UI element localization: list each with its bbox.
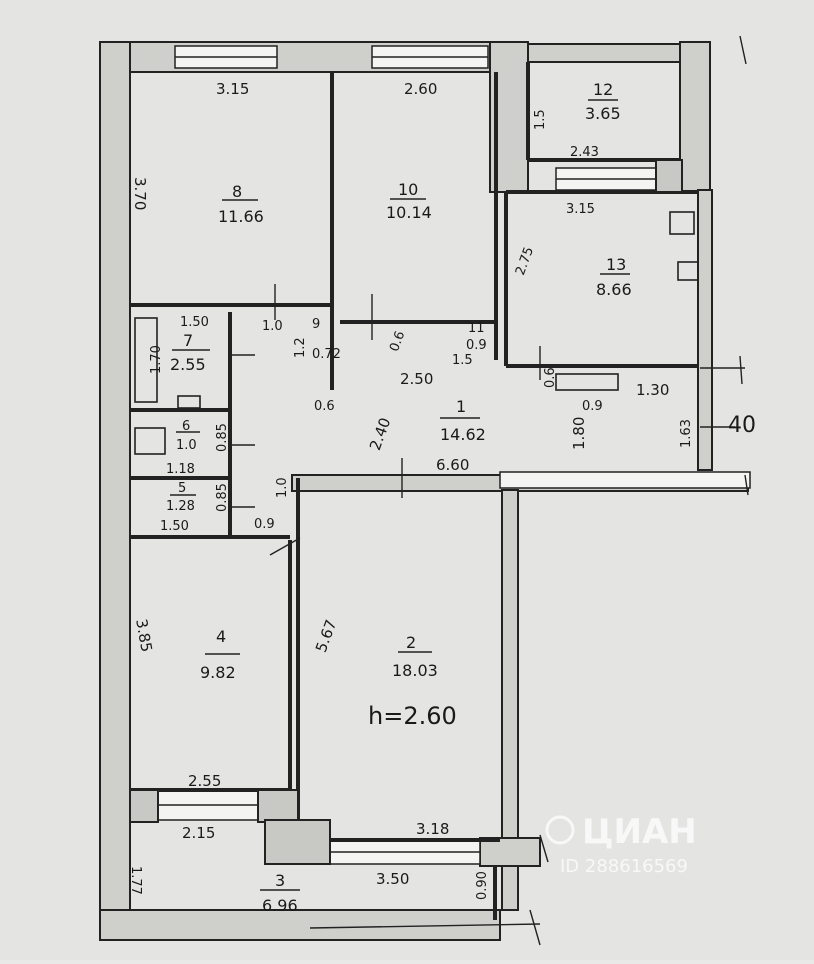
fixtures	[134, 211, 699, 455]
dim-text: 2.43	[570, 145, 599, 160]
room-8-number: 8	[232, 182, 242, 201]
room-7-area: 2.55	[170, 355, 206, 374]
dim-text: 0.6	[314, 399, 335, 414]
room-3-area: 6.96	[262, 896, 298, 915]
sink-icon	[177, 395, 201, 409]
dim-text: 0.9	[466, 338, 487, 353]
label-underlines	[170, 99, 630, 891]
dimensions: 3.15 2.60 1.5 2.43 3.70 3.15 2.75 1.50 1…	[128, 80, 694, 900]
dim-text: 1.30	[636, 381, 669, 399]
dim-text: 3.15	[216, 80, 249, 98]
watermark-brand: ЦИАН	[582, 812, 697, 852]
dimension-lines	[230, 35, 749, 946]
dim-text: 0.90	[475, 871, 490, 900]
room-6-area: 1.0	[176, 438, 197, 453]
dim-text: 3.50	[376, 870, 409, 888]
room-3-number: 3	[275, 871, 285, 890]
room-10-number: 10	[398, 180, 418, 199]
dim-text: 0.9	[254, 517, 275, 532]
room-12-number: 12	[593, 80, 613, 99]
room-7-number: 7	[183, 331, 193, 350]
room-5-area: 1.28	[166, 499, 195, 514]
cabinet-icon	[555, 373, 619, 391]
room-12-area: 3.65	[585, 104, 621, 123]
windows	[157, 45, 751, 865]
dim-text: 0.9	[582, 399, 603, 414]
dim-text: 1.0	[275, 477, 290, 498]
dim-text: 3.15	[566, 202, 595, 217]
room-2-area: 18.03	[392, 661, 438, 680]
dim-text: 0.72	[312, 347, 341, 362]
dim-text: 0.6	[543, 367, 558, 388]
room-13-area: 8.66	[596, 280, 632, 299]
room-6-number: 6	[182, 419, 190, 434]
toilet-icon	[134, 427, 166, 455]
room-4-number: 4	[216, 627, 226, 646]
dim-text: 0.85	[215, 483, 230, 512]
dim-text: 1.0	[262, 319, 283, 334]
watermark-id: ID 288616569	[560, 856, 688, 877]
dim-text: 0.85	[215, 423, 230, 452]
ceiling-height-label: h=2.60	[368, 702, 457, 730]
dim-text: 3.85	[132, 617, 156, 653]
dim-text: 1.18	[166, 462, 195, 477]
margin-note: 40	[728, 413, 756, 438]
room-1-number: 1	[456, 397, 466, 416]
wall-blocks	[129, 159, 683, 865]
stove-icon	[669, 211, 695, 235]
dim-text: 2.50	[400, 370, 433, 388]
dim-text: 1.50	[160, 519, 189, 534]
room-9-number: 9	[312, 317, 320, 332]
room-1-area: 14.62	[440, 425, 486, 444]
room-5-number: 5	[178, 481, 186, 496]
room-2-number: 2	[406, 633, 416, 652]
watermark: ЦИАН ID 288616569	[545, 812, 697, 877]
exterior-walls	[99, 41, 749, 941]
dim-text: 3.18	[416, 820, 449, 838]
dim-text: 2.15	[182, 824, 215, 842]
dim-text: 1.70	[149, 345, 164, 374]
dim-text: 1.77	[128, 866, 143, 895]
bathtub-icon	[134, 317, 158, 403]
dim-text: 1.2	[293, 337, 308, 358]
dim-text: 1.50	[180, 315, 209, 330]
dim-text: 1.80	[570, 417, 588, 450]
dim-text: 0.6	[387, 329, 408, 354]
room-13-number: 13	[606, 255, 626, 274]
room-11-number: 11	[468, 321, 485, 336]
room-4-area: 9.82	[200, 663, 236, 682]
dim-text: 2.60	[404, 80, 437, 98]
dim-text: 3.70	[131, 177, 149, 210]
dim-text: 1.63	[679, 419, 694, 448]
room-8-area: 11.66	[218, 207, 264, 226]
cian-logo-icon	[545, 815, 575, 845]
kitchen-sink-icon	[677, 261, 699, 281]
dim-text: 2.55	[188, 772, 221, 790]
dim-text: 1.5	[533, 109, 548, 130]
dim-text: 1.5	[452, 353, 473, 368]
room-labels: 8 11.66 10 10.14 12 3.65 13 8.66 7 2.55 …	[166, 80, 756, 915]
dim-text: 6.60	[436, 456, 469, 474]
room-10-area: 10.14	[386, 203, 432, 222]
